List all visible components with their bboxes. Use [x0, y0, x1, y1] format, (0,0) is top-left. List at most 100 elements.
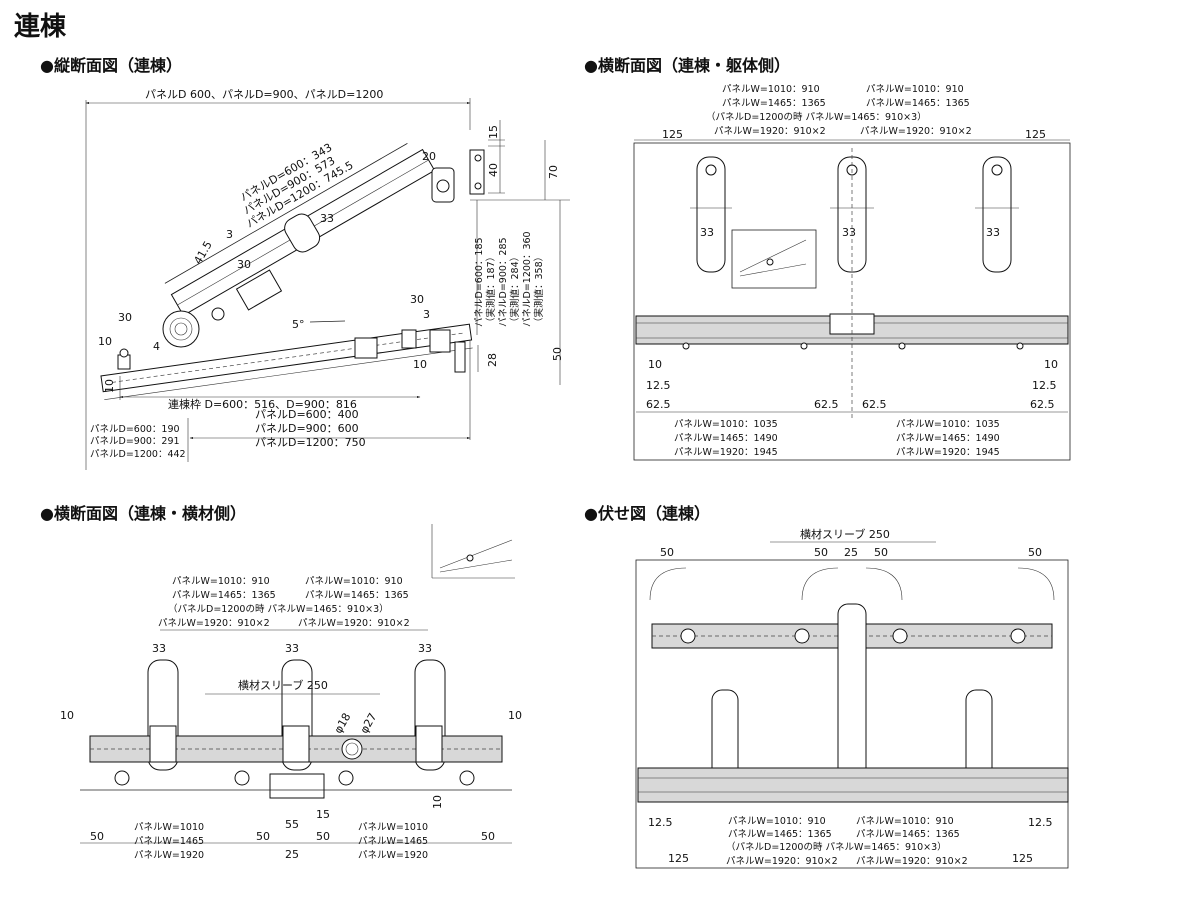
cross-body-top-left-3: （パネルD=1200の時 パネルW=1465：910×3）: [706, 111, 927, 123]
vertical-span-dim-1: パネルD=600：400: [255, 408, 359, 421]
cross-beam-top-right-2: パネルW=1465：1365: [305, 590, 409, 601]
cross-beam-drawing: パネルW=1010：910 パネルW=1465：1365 （パネルD=1200の…: [60, 524, 522, 861]
cross-beam-top-right-3: パネルW=1920：910×2: [298, 618, 410, 629]
vertical-section-heading: ●縦断面図（連棟）: [40, 56, 182, 75]
cross-body-top-left-4: パネルW=1920：910×2: [714, 126, 826, 137]
plan-125-a: 125: [668, 852, 689, 865]
cross-body-125-left: 125: [662, 128, 683, 141]
cross-beam-bottom-left-1: パネルW=1010: [134, 822, 204, 833]
cross-beam-phi18: φ18: [332, 711, 354, 736]
vertical-vert-dim-5: パネルD=1200：360: [522, 231, 533, 327]
plan-50-d: 50: [1028, 546, 1042, 559]
plan-bottom-right-2: パネルW=1465：1365: [856, 829, 960, 840]
cross-beam-bottom-right-1: パネルW=1010: [358, 822, 428, 833]
vertical-dim-30-right: 30: [410, 293, 424, 306]
vertical-dim-30-left: 30: [118, 311, 132, 324]
plan-50-b: 50: [814, 546, 828, 559]
cross-beam-15: 15: [316, 808, 330, 821]
vertical-top-dim: パネルD 600、パネルD=900、パネルD=1200: [145, 88, 383, 101]
vertical-dim-15: 15: [487, 125, 500, 139]
cross-beam-10-b: 10: [508, 709, 522, 722]
cross-beam-top-left-2: パネルW=1465：1365: [172, 590, 276, 601]
vertical-left-dim-1: パネルD=600：190: [90, 424, 180, 435]
vertical-left-dim-2: パネルD=900：291: [90, 436, 180, 447]
cross-body-bottom-right-3: パネルW=1920：1945: [896, 447, 1000, 458]
cross-body-bottom-left-1: パネルW=1010：1035: [674, 419, 778, 430]
cross-beam-50-d: 50: [481, 830, 495, 843]
vertical-dim-70: 70: [547, 165, 560, 179]
plan-bottom-left-1: パネルW=1010：910: [728, 816, 826, 827]
plan-drawing: 横材スリーブ 250 50 50 25 50 50 12.5 12.5 125 …: [635, 527, 1069, 869]
cross-body-bottom-right-1: パネルW=1010：1035: [896, 419, 1000, 430]
cross-beam-50-b: 50: [256, 830, 270, 843]
cross-beam-top-left-1: パネルW=1010：910: [172, 576, 270, 587]
cross-beam-33-b: 33: [285, 642, 299, 655]
vertical-frame-dim: 連棟枠 D=600：516、D=900：816: [168, 397, 357, 411]
vertical-span-dim-2: パネルD=900：600: [255, 422, 359, 435]
cross-beam-top-left-4: パネルW=1920：910×2: [158, 618, 270, 629]
cross-beam-bottom-right-2: パネルW=1465: [358, 836, 428, 847]
cross-beam-33-c: 33: [418, 642, 432, 655]
cross-body-10-a: 10: [648, 358, 662, 371]
plan-50-c: 50: [874, 546, 888, 559]
cross-beam-bottom-left-3: パネルW=1920: [134, 850, 204, 861]
vertical-vert-dim-6: （実測値：358）: [533, 252, 545, 327]
vertical-dim-3a: 3: [226, 228, 233, 241]
cross-body-bottom-left-2: パネルW=1465：1490: [674, 433, 778, 444]
cross-body-33-b: 33: [842, 226, 856, 239]
vertical-dim-10-bottom: 10: [103, 379, 116, 393]
vertical-vert-dim-4: （実測値：284）: [509, 252, 521, 327]
plan-sleeve: 横材スリーブ 250: [800, 527, 890, 541]
plan-12-5-a: 12.5: [648, 816, 673, 829]
cross-beam-phi27: φ27: [358, 711, 380, 736]
vertical-dim-4: 4: [153, 340, 160, 353]
cross-body-heading: ●横断面図（連棟・躯体側）: [584, 56, 790, 75]
cross-body-top-right-3: パネルW=1920：910×2: [860, 126, 972, 137]
cross-body-top-right-1: パネルW=1010：910: [866, 84, 964, 95]
plan-bottom-left-3: （パネルD=1200の時 パネルW=1465：910×3）: [726, 841, 947, 853]
cross-body-125-right: 125: [1025, 128, 1046, 141]
cross-body-62-5-d: 62.5: [1030, 398, 1055, 411]
vertical-dim-41-5: 41.5: [191, 239, 215, 267]
cross-beam-sleeve: 横材スリーブ 250: [238, 678, 328, 692]
cross-beam-heading: ●横断面図（連棟・横材側）: [40, 504, 246, 523]
cross-beam-top-right-1: パネルW=1010：910: [305, 576, 403, 587]
cross-body-33-c: 33: [986, 226, 1000, 239]
vertical-dim-50: 50: [551, 347, 564, 361]
plan-heading: ●伏せ図（連棟）: [584, 504, 710, 523]
vertical-span-dim-3: パネルD=1200：750: [255, 436, 366, 449]
cross-beam-10-c: 10: [431, 795, 444, 809]
vertical-vert-dim-1: パネルD=600：185: [474, 237, 485, 327]
vertical-vert-dim-3: パネルD=900：285: [498, 237, 509, 327]
cross-beam-bottom-left-2: パネルW=1465: [134, 836, 204, 847]
cross-beam-25: 25: [285, 848, 299, 861]
cross-beam-10-a: 10: [60, 709, 74, 722]
cross-body-bottom-right-2: パネルW=1465：1490: [896, 433, 1000, 444]
plan-bottom-right-3: パネルW=1920：910×2: [856, 856, 968, 867]
vertical-dim-30a: 30: [237, 258, 251, 271]
vertical-dim-28: 28: [486, 353, 499, 367]
cross-body-62-5-c: 62.5: [862, 398, 887, 411]
vertical-dim-10-right: 10: [413, 358, 427, 371]
cross-body-12-5-b: 12.5: [1032, 379, 1057, 392]
vertical-dim-3-right: 3: [423, 308, 430, 321]
vertical-dim-40: 40: [487, 163, 500, 177]
cross-body-bottom-left-3: パネルW=1920：1945: [674, 447, 778, 458]
plan-bottom-left-2: パネルW=1465：1365: [728, 829, 832, 840]
cross-body-top-left-2: パネルW=1465：1365: [722, 98, 826, 109]
page-title: 連棟: [14, 12, 67, 42]
cross-body-top-left-1: パネルW=1010：910: [722, 84, 820, 95]
cross-body-62-5-a: 62.5: [646, 398, 671, 411]
cross-body-12-5-a: 12.5: [646, 379, 671, 392]
cross-beam-33-a: 33: [152, 642, 166, 655]
plan-25: 25: [844, 546, 858, 559]
cross-body-62-5-b: 62.5: [814, 398, 839, 411]
vertical-section-drawing: パネルD 600、パネルD=900、パネルD=1200 パネルD=600：343…: [85, 88, 570, 470]
cross-body-top-right-2: パネルW=1465：1365: [866, 98, 970, 109]
cross-body-10-b: 10: [1044, 358, 1058, 371]
vertical-left-dim-3: パネルD=1200：442: [90, 449, 186, 460]
plan-50-a: 50: [660, 546, 674, 559]
cross-beam-top-left-3: （パネルD=1200の時 パネルW=1465：910×3）: [168, 603, 389, 615]
cross-body-33-a: 33: [700, 226, 714, 239]
